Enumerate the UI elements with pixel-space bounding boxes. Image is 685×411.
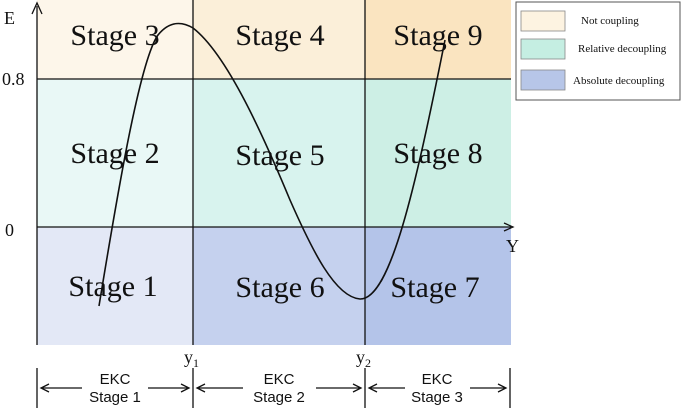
ekc-1-arrowhead-right xyxy=(180,383,191,393)
region-stage-9 xyxy=(365,0,511,79)
legend-label-relative-decoupling: Relative decoupling xyxy=(578,43,667,55)
ekc-3-arrowhead-left xyxy=(367,383,378,393)
ekc-stage-labels: EKC Stage 1 EKC Stage 2 EKC Stage 3 xyxy=(89,371,463,406)
stage-1-label: Stage 1 xyxy=(68,270,157,303)
stage-6-label: Stage 6 xyxy=(235,271,324,304)
x-axis-label: Y xyxy=(506,236,519,256)
stage-5-label: Stage 5 xyxy=(235,139,324,172)
region-stage-6 xyxy=(193,227,365,345)
ekc-curve xyxy=(98,22,446,307)
legend-label-not-coupling: Not coupling xyxy=(581,15,639,27)
region-stage-3 xyxy=(37,0,193,79)
legend-swatch-relative-decoupling xyxy=(520,38,566,60)
ekc-1-line1: EKC xyxy=(100,371,131,388)
legend-swatch-not-coupling xyxy=(520,10,566,32)
stage-7-label: Stage 7 xyxy=(390,271,479,304)
region-stage-4 xyxy=(193,0,365,79)
ekc-3-line2: Stage 3 xyxy=(411,389,463,406)
stage-8-label: Stage 8 xyxy=(393,137,482,170)
region-stage-8 xyxy=(365,79,511,227)
ekc-2-line1: EKC xyxy=(264,371,295,388)
x-tick-y1: y1 xyxy=(184,347,199,370)
stage-4-label: Stage 4 xyxy=(235,19,324,52)
region-stage-1 xyxy=(37,227,193,345)
y-tick-0: 0 xyxy=(5,220,14,240)
region-stage-2 xyxy=(37,79,193,227)
y-tick-0-8: 0.8 xyxy=(2,69,25,89)
stage-2-label: Stage 2 xyxy=(70,137,159,170)
x-tick-y2: y2 xyxy=(356,347,371,370)
ekc-1-line2: Stage 1 xyxy=(89,389,141,406)
ekc-2-line2: Stage 2 xyxy=(253,389,305,406)
stage-labels: Stage 3 Stage 4 Stage 9 Stage 2 Stage 5 … xyxy=(68,19,482,304)
ekc-2-arrowhead-left xyxy=(195,383,206,393)
stage-9-label: Stage 9 xyxy=(393,19,482,52)
region-stage-5 xyxy=(193,79,365,227)
region-stage-7 xyxy=(365,227,511,345)
ekc-3-line1: EKC xyxy=(422,371,453,388)
x-axis-arrowhead xyxy=(503,222,515,232)
ekc-brackets xyxy=(36,368,511,408)
axes xyxy=(31,0,515,345)
ekc-1-arrowhead-left xyxy=(39,383,50,393)
legend-label-absolute-decoupling: Absolute decoupling xyxy=(573,75,665,87)
legend: Not coupling Relative decoupling Absolut… xyxy=(515,1,681,101)
y-axis-arrowhead xyxy=(31,1,43,15)
y-axis-label: E xyxy=(4,8,15,28)
ekc-3-arrowhead-right xyxy=(497,383,508,393)
legend-swatch-absolute-decoupling xyxy=(520,69,566,91)
ekc-2-arrowhead-right xyxy=(352,383,363,393)
stage-regions xyxy=(37,0,511,345)
stage-3-label: Stage 3 xyxy=(70,19,159,52)
